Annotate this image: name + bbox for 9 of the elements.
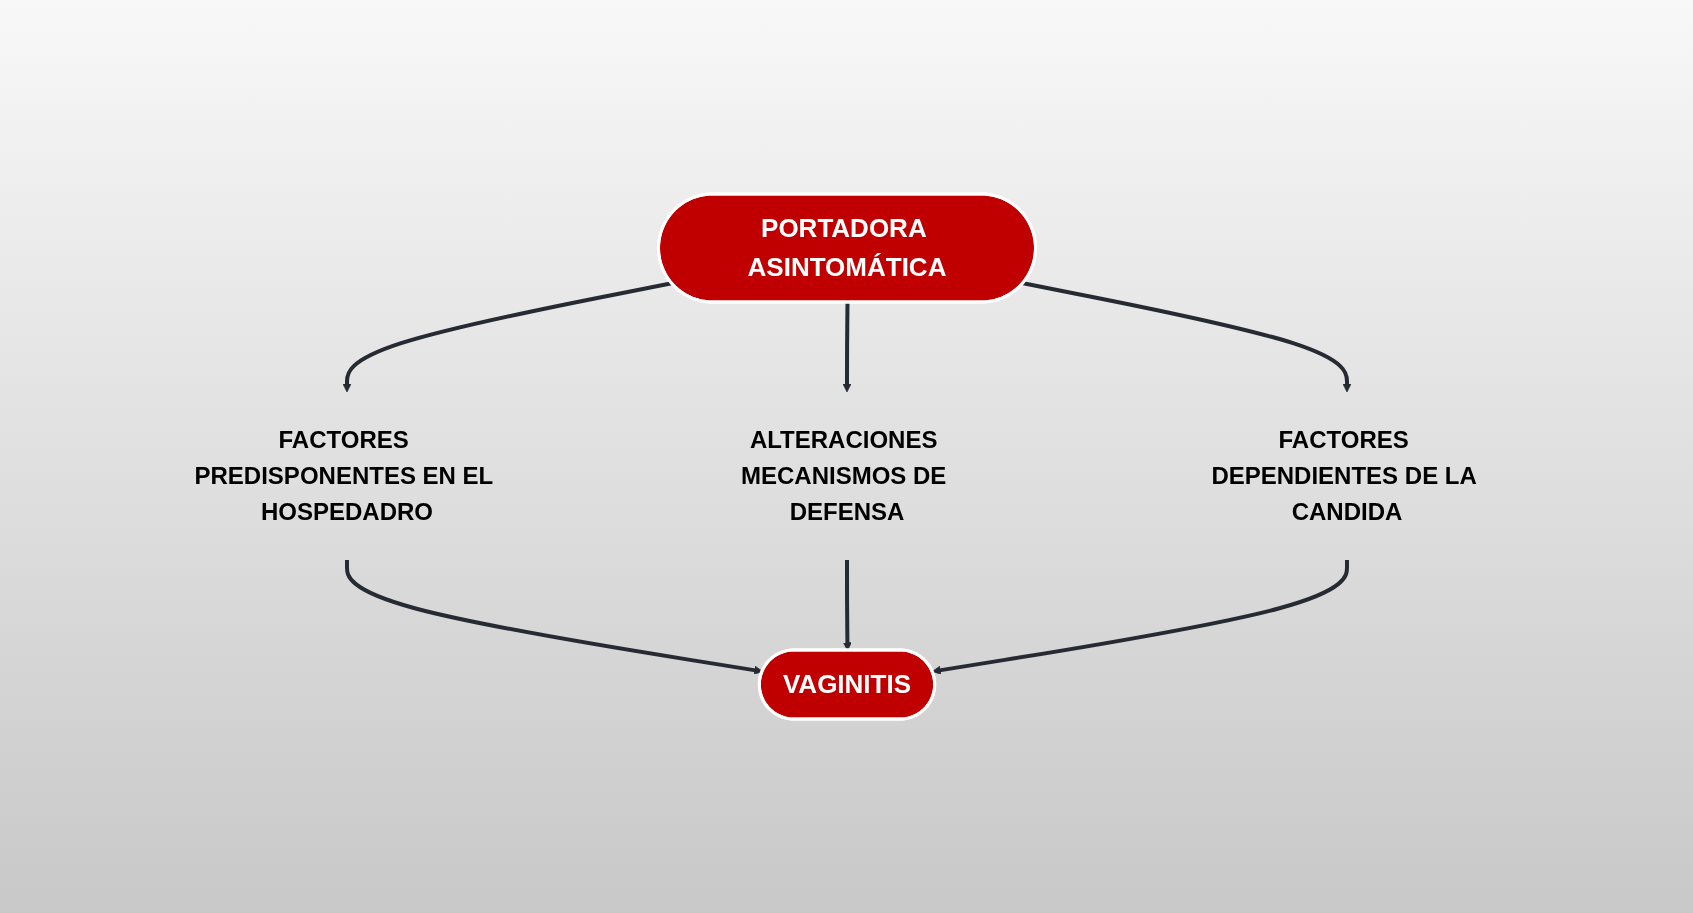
arrow [344,560,763,675]
arrow [342,281,672,393]
arrow [842,302,851,393]
arrow [931,560,1349,675]
node-text: ALTERACIONES MECANISMOS DE DEFENSA [740,426,946,525]
arrow [842,560,852,651]
node-text: FACTORES PREDISPONENTES EN EL HOSPEDADRO [194,426,493,525]
node-text: FACTORES DEPENDIENTES DE LA CANDIDA [1210,426,1476,525]
arrow [1022,281,1351,393]
